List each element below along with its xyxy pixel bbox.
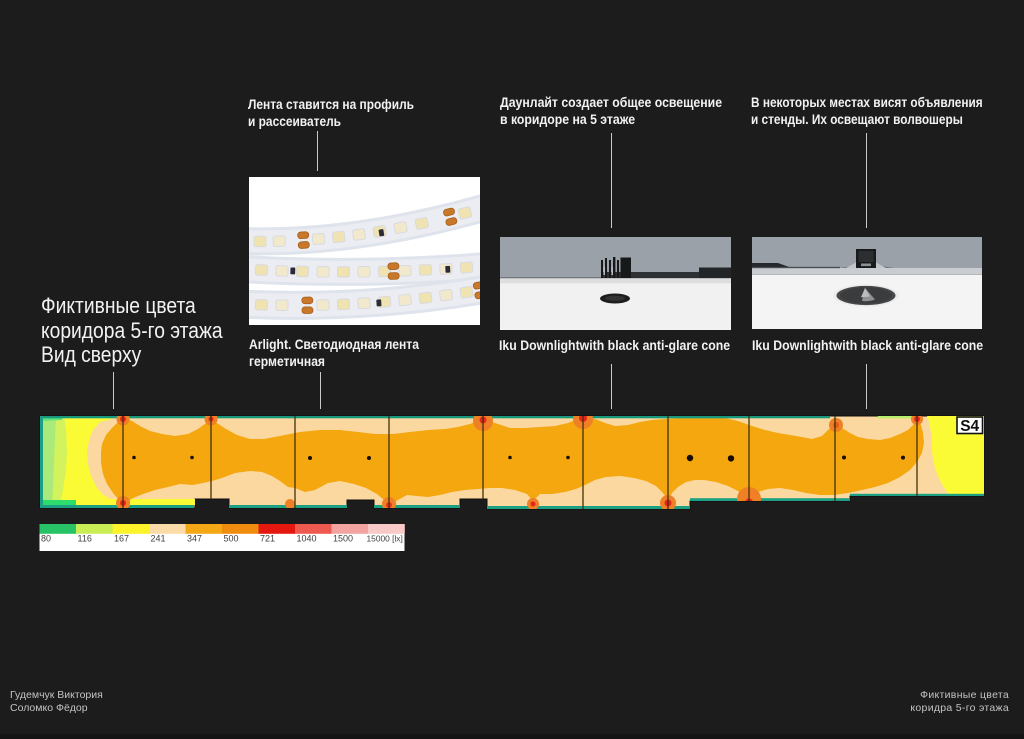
svg-text:S4: S4	[960, 418, 979, 435]
svg-text:721: 721	[260, 534, 275, 544]
svg-text:116: 116	[78, 534, 92, 544]
svg-text:241: 241	[151, 534, 166, 544]
svg-text:1500: 1500	[333, 534, 353, 544]
svg-text:347: 347	[187, 534, 202, 544]
svg-text:80: 80	[41, 534, 51, 544]
svg-text:500: 500	[224, 534, 239, 544]
svg-text:15000 [lx]: 15000 [lx]	[367, 534, 403, 544]
svg-text:167: 167	[114, 534, 129, 544]
svg-text:1040: 1040	[297, 534, 317, 544]
